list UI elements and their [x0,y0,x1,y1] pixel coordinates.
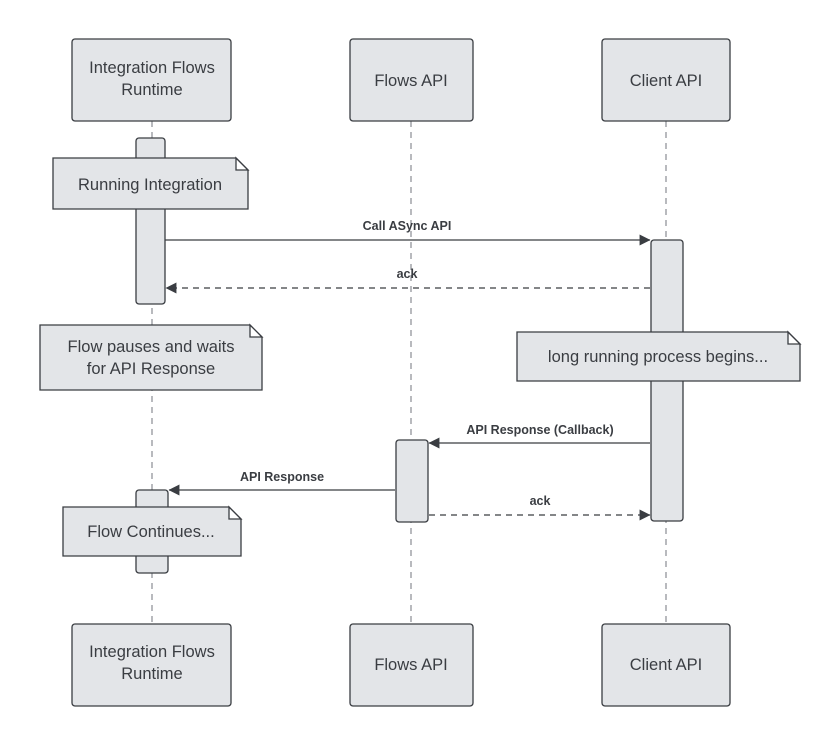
activation-flows-api [395,439,429,523]
note-flow-continues: Flow Continues... [62,505,243,557]
message-ack-2-label: ack [530,494,551,508]
participant-runtime-top-line2: Runtime [121,81,182,99]
message-api-response-callback: API Response (Callback) [428,423,650,449]
participant-runtime-top-line1: Integration Flows [89,59,215,77]
participant-runtime-bottom-line1: Integration Flows [89,643,215,661]
message-api-response-label: API Response [240,470,324,484]
participant-flows-api-top-label: Flows API [374,72,447,90]
note-long-running-text: long running process begins... [548,348,768,366]
message-call-async-api-label: Call ASync API [363,219,452,233]
note-flow-continues-text: Flow Continues... [87,523,214,541]
participant-client-api-bottom[interactable]: Client API [601,623,731,707]
participant-runtime-top[interactable]: Integration Flows Runtime [71,38,232,122]
note-flow-pauses-line2: for API Response [87,360,215,378]
note-running-integration: Running Integration [52,156,250,210]
message-api-response: API Response [168,470,395,496]
message-api-response-callback-label: API Response (Callback) [466,423,613,437]
message-ack-1-label: ack [397,267,418,281]
participant-client-api-bottom-label: Client API [630,656,702,674]
participant-flows-api-top[interactable]: Flows API [349,38,474,122]
message-ack-1: ack [165,267,650,294]
participant-client-api-top[interactable]: Client API [601,38,731,122]
participant-runtime-bottom-line2: Runtime [121,665,182,683]
note-flow-pauses-line1: Flow pauses and waits [68,338,235,356]
note-running-integration-text: Running Integration [78,176,222,194]
participant-flows-api-bottom-label: Flows API [374,656,447,674]
participant-runtime-bottom[interactable]: Integration Flows Runtime [71,623,232,707]
participant-client-api-top-label: Client API [630,72,702,90]
participant-flows-api-bottom[interactable]: Flows API [349,623,474,707]
note-long-running: long running process begins... [516,330,802,382]
message-call-async-api: Call ASync API [165,219,651,246]
note-flow-pauses: Flow pauses and waits for API Response [39,323,264,391]
message-ack-2: ack [429,494,651,521]
